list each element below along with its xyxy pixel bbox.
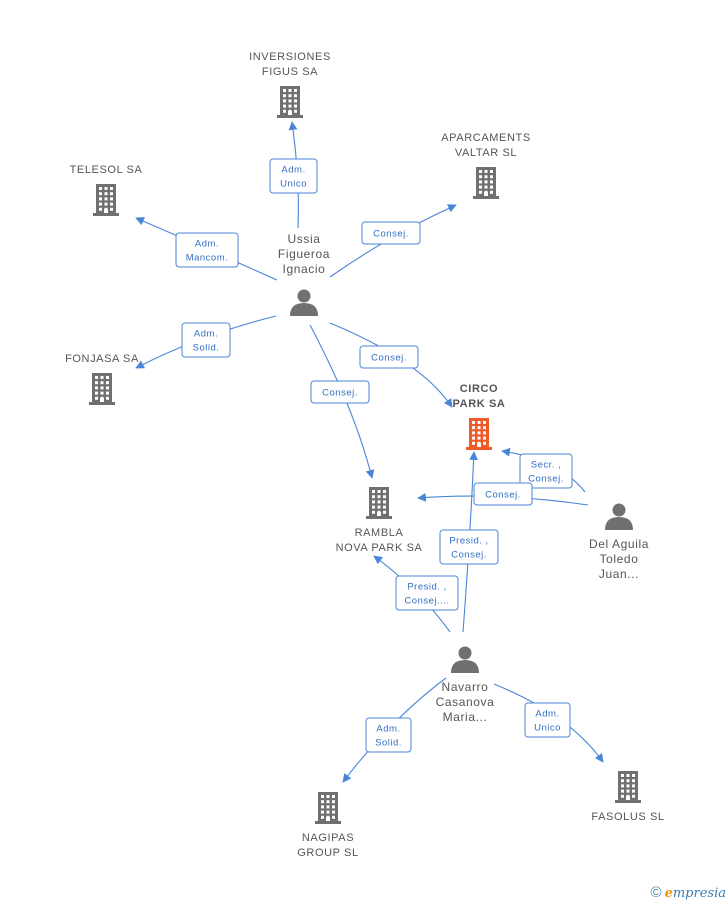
relation-label-text: Adm. — [535, 709, 559, 720]
company-node-fonjasa[interactable]: FONJASA SA — [65, 353, 139, 405]
company-name: GROUP SL — [297, 847, 358, 859]
relation-label-text: Adm. — [194, 329, 218, 340]
relation-label-box — [361, 221, 421, 245]
company-node-inversiones[interactable]: INVERSIONES FIGUS SA — [249, 51, 331, 118]
company-name: VALTAR SL — [455, 147, 517, 159]
relation-label-text: Solid. — [193, 343, 220, 354]
relation-label-box — [310, 380, 370, 404]
company-name: NOVA PARK SA — [336, 542, 423, 554]
relation-label-ussia-to-rambla[interactable]: Consej. — [310, 380, 370, 404]
relation-label-text: Unico — [534, 723, 561, 734]
building-icon — [315, 792, 341, 824]
company-name: APARCAMENTS — [441, 132, 531, 144]
person-name: Casanova — [436, 695, 495, 709]
company-node-rambla[interactable]: RAMBLA NOVA PARK SA — [336, 487, 423, 554]
person-icon — [451, 646, 479, 673]
relation-label-ussia-to-telesol[interactable]: Adm. Mancom. — [175, 232, 239, 268]
edge-labels-layer: Adm.UnicoAdm.Mancom.Consej.Adm.Solid.Con… — [175, 158, 573, 753]
relation-label-ussia-to-fonjasa[interactable]: Adm. Solid. — [181, 322, 231, 358]
company-name: RAMBLA — [355, 527, 404, 539]
company-name: FONJASA SA — [65, 353, 139, 365]
relation-label-delaguila-to-rambla[interactable]: Consej. — [473, 482, 533, 506]
person-name: Juan... — [599, 567, 639, 581]
relation-label-box — [439, 529, 499, 565]
person-icon — [290, 289, 318, 316]
relation-label-text: Unico — [280, 179, 307, 190]
building-icon — [366, 487, 392, 519]
company-name: NAGIPAS — [302, 832, 354, 844]
edges-layer — [135, 121, 604, 783]
company-name: CIRCO — [460, 383, 498, 395]
relation-label-text: Presid. , — [407, 582, 446, 593]
building-icon — [615, 771, 641, 803]
company-node-aparcaments[interactable]: APARCAMENTS VALTAR SL — [441, 132, 531, 199]
relation-label-box — [473, 482, 533, 506]
relation-label-navarro-to-circo[interactable]: Presid. , Consej. — [439, 529, 499, 565]
relation-label-text: Presid. , — [449, 536, 488, 547]
building-icon — [89, 373, 115, 405]
person-name: Navarro — [442, 680, 489, 694]
relation-label-box — [395, 575, 459, 611]
building-icon — [473, 167, 499, 199]
company-node-telesol[interactable]: TELESOL SA — [70, 164, 143, 216]
relation-label-text: Solid. — [375, 738, 402, 749]
person-name: Maria... — [443, 710, 488, 724]
relation-label-ussia-to-aparcaments[interactable]: Consej. — [361, 221, 421, 245]
relation-label-text: Consej. — [373, 229, 409, 240]
person-name: Ignacio — [283, 262, 326, 276]
person-name: Del Aguila — [589, 537, 649, 551]
person-name: Ussia — [287, 232, 320, 246]
company-node-circo[interactable]: CIRCO PARK SA — [453, 383, 506, 450]
company-name: FASOLUS SL — [591, 811, 664, 823]
brand-name: mpresia — [672, 886, 726, 901]
relation-label-text: Adm. — [281, 165, 305, 176]
brand-logo-e: e — [664, 886, 673, 901]
relation-label-navarro-to-rambla[interactable]: Presid. , Consej.... — [395, 575, 459, 611]
relation-edge-ussia-to-rambla — [309, 324, 375, 479]
relation-label-text: Consej. — [322, 388, 358, 399]
person-icon — [605, 503, 633, 530]
relation-label-box — [359, 345, 419, 369]
relation-label-text: Adm. — [376, 724, 400, 735]
relation-label-text: Consej. — [371, 353, 407, 364]
relation-label-box — [519, 453, 573, 489]
relation-label-text: Secr. , — [531, 460, 561, 471]
relation-label-delaguila-to-circo[interactable]: Secr. , Consej. — [519, 453, 573, 489]
relation-label-navarro-to-nagipas[interactable]: Adm. Solid. — [365, 717, 412, 753]
relation-label-text: Consej. — [485, 490, 521, 501]
relation-label-ussia-to-inversiones[interactable]: Adm. Unico — [269, 158, 318, 194]
relation-label-box — [365, 717, 412, 753]
building-icon — [277, 86, 303, 118]
person-name: Figueroa — [278, 247, 330, 261]
relation-label-box — [175, 232, 239, 268]
building-icon — [466, 418, 492, 450]
company-node-fasolus[interactable]: FASOLUS SL — [591, 771, 664, 823]
relation-label-box — [181, 322, 231, 358]
company-name: INVERSIONES — [249, 51, 331, 63]
company-name: PARK SA — [453, 398, 506, 410]
person-node-navarro[interactable]: NavarroCasanovaMaria... — [436, 646, 495, 725]
copyright-icon: © — [650, 884, 662, 901]
person-name: Toledo — [600, 552, 639, 566]
relation-label-text: Consej.... — [404, 596, 449, 607]
relation-label-ussia-to-circo[interactable]: Consej. — [359, 345, 419, 369]
building-icon — [93, 184, 119, 216]
relation-label-box — [524, 702, 571, 738]
relation-label-box — [269, 158, 318, 194]
relation-label-text: Adm. — [195, 239, 219, 250]
company-node-nagipas[interactable]: NAGIPAS GROUP SL — [297, 792, 358, 859]
person-node-delaguila[interactable]: Del AguilaToledoJuan... — [589, 503, 649, 582]
relation-label-text: Consej. — [451, 550, 487, 561]
relation-label-navarro-to-fasolus[interactable]: Adm. Unico — [524, 702, 571, 738]
relation-label-text: Mancom. — [186, 253, 229, 264]
company-name: FIGUS SA — [262, 66, 318, 78]
company-name: TELESOL SA — [70, 164, 143, 176]
relation-label-text: Consej. — [528, 474, 564, 485]
footer-brand[interactable]: ©empresia — [651, 884, 726, 901]
nodes-layer: INVERSIONES FIGUS SA APARCAMENTS VALTAR SL T… — [65, 51, 664, 859]
